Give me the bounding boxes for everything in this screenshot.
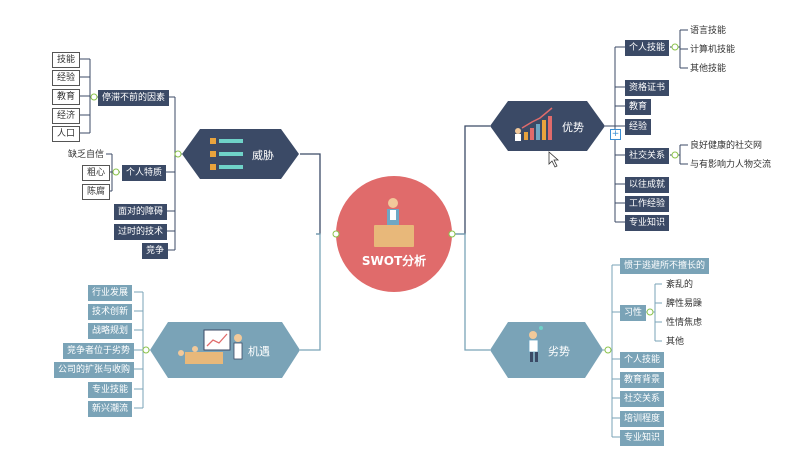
traits-sub-item[interactable]: 缺乏自信: [68, 150, 105, 160]
traits-sub-item[interactable]: 粗心: [82, 165, 111, 181]
strength-item[interactable]: 工作经验: [625, 196, 670, 212]
threat-item[interactable]: 个人特质: [122, 165, 167, 181]
weakness-item[interactable]: 专业知识: [620, 430, 665, 446]
opportunity-item[interactable]: 战略规划: [88, 323, 133, 339]
stagnation-sub-item[interactable]: 教育: [52, 89, 81, 105]
social-sub-item[interactable]: 与有影响力人物交流: [690, 160, 772, 170]
strength-item[interactable]: 专业知识: [625, 215, 670, 231]
strengths-label[interactable]: 优势: [562, 121, 584, 134]
opportunities-label[interactable]: 机遇: [248, 345, 270, 358]
opportunity-item[interactable]: 专业技能: [88, 382, 133, 398]
threat-item[interactable]: 竞争: [142, 243, 169, 259]
social-sub-item[interactable]: 良好健康的社交网: [690, 141, 763, 151]
stagnation-sub-item[interactable]: 经验: [52, 70, 81, 86]
habits-sub-item[interactable]: 紊乱的: [666, 280, 694, 290]
skills-sub-item[interactable]: 其他技能: [690, 64, 727, 74]
mouse-cursor-icon: [548, 151, 560, 168]
habits-sub-item[interactable]: 其他: [666, 337, 685, 347]
strength-item[interactable]: 以往成就: [625, 177, 670, 193]
stagnation-sub-item[interactable]: 经济: [52, 108, 81, 124]
habits-sub-item[interactable]: 脾性易躁: [666, 299, 703, 309]
strength-item[interactable]: 资格证书: [625, 80, 670, 96]
skills-sub-item[interactable]: 计算机技能: [690, 45, 736, 55]
stagnation-sub-item[interactable]: 人口: [52, 126, 81, 142]
weaknesses-label[interactable]: 劣势: [548, 345, 570, 358]
weakness-item[interactable]: 个人技能: [620, 352, 665, 368]
weakness-item[interactable]: 惯于逃避所不擅长的: [620, 258, 710, 274]
center-topic-label[interactable]: SWOT分析: [361, 254, 427, 268]
strength-item[interactable]: 社交关系: [625, 148, 670, 164]
opportunity-item[interactable]: 公司的扩张与收购: [54, 362, 135, 378]
threat-item[interactable]: 停滞不前的因素: [98, 90, 170, 106]
threats-label[interactable]: 威胁: [252, 149, 274, 162]
opportunity-item[interactable]: 技术创新: [88, 304, 133, 320]
strength-item[interactable]: 教育: [625, 99, 652, 115]
stagnation-sub-item[interactable]: 技能: [52, 52, 81, 68]
expand-plus-icon[interactable]: +: [610, 129, 621, 140]
opportunity-item[interactable]: 竞争者位于劣势: [63, 343, 135, 359]
threat-item[interactable]: 面对的障碍: [114, 204, 168, 220]
weakness-item[interactable]: 教育背景: [620, 372, 665, 388]
skills-sub-item[interactable]: 语言技能: [690, 26, 727, 36]
habits-sub-item[interactable]: 性情焦虑: [666, 318, 703, 328]
weakness-item[interactable]: 培训程度: [620, 411, 665, 427]
weaknesses-hexagon: [490, 322, 603, 378]
weakness-item[interactable]: 习性: [620, 305, 647, 321]
strength-item[interactable]: 经验: [625, 119, 652, 135]
strength-item[interactable]: 个人技能: [625, 40, 670, 56]
opportunity-item[interactable]: 新兴潮流: [88, 401, 133, 417]
opportunity-item[interactable]: 行业发展: [88, 285, 133, 301]
weakness-item[interactable]: 社交关系: [620, 391, 665, 407]
strengths-hexagon: [490, 101, 605, 151]
threat-item[interactable]: 过时的技术: [114, 224, 168, 240]
traits-sub-item[interactable]: 陈腐: [82, 184, 111, 200]
